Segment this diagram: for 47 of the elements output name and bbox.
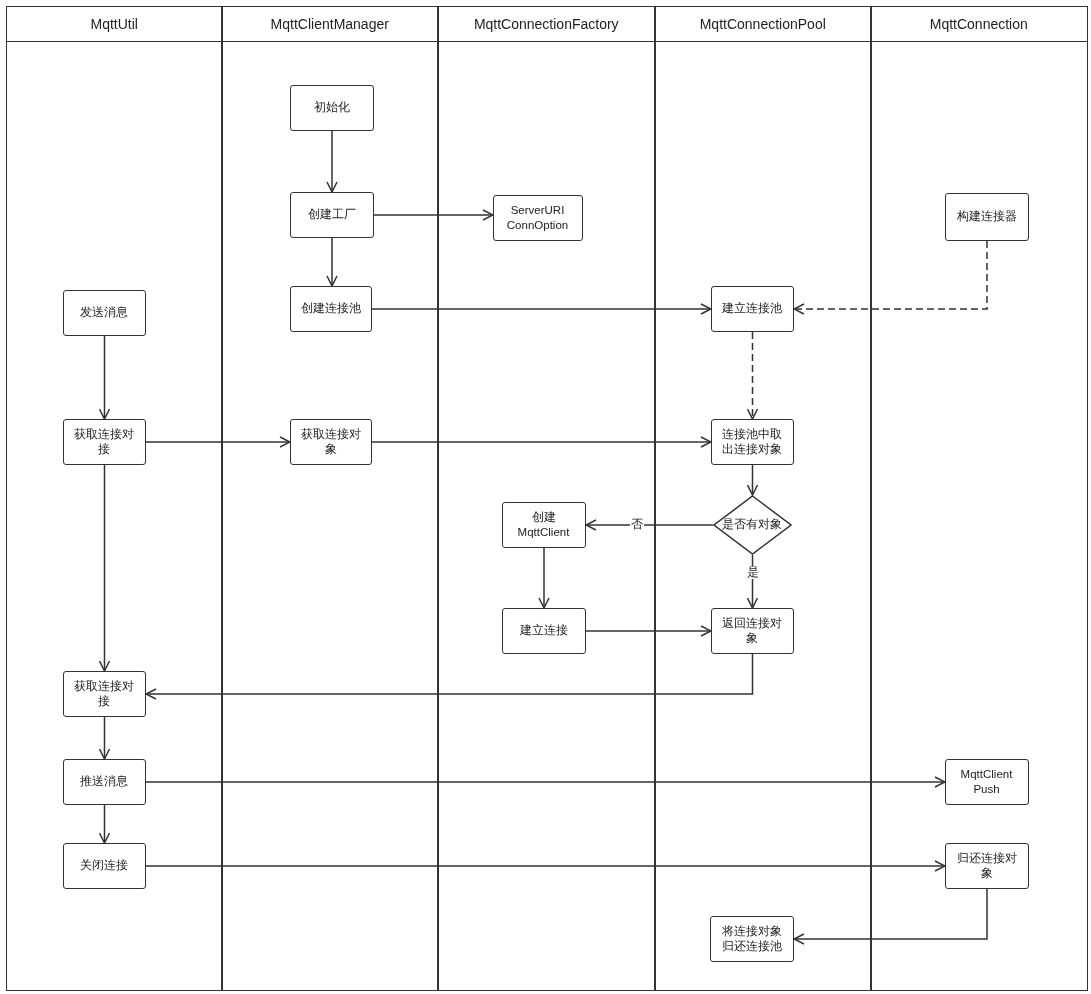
arrow [326, 130, 338, 193]
arrow [538, 547, 550, 609]
arrow [145, 776, 946, 788]
process-box: 将连接对象归还连接池 [709, 915, 794, 962]
arrow [793, 888, 988, 945]
process-box: 获取连接对象 [289, 418, 372, 465]
dashed-arrow [793, 240, 988, 315]
arrow [371, 436, 712, 448]
process-box: 返回连接对象 [710, 607, 794, 654]
dashed-arrow [746, 331, 759, 420]
decision-diamond: 是否有对象 [712, 494, 792, 555]
process-box: 推送消息 [62, 758, 146, 805]
lane-header: MqttClientManager [222, 7, 438, 42]
arrow [98, 335, 111, 420]
arrow [371, 303, 712, 315]
process-box: ServerURI ConnOption [492, 194, 583, 241]
process-box: 建立连接池 [710, 285, 794, 332]
process-box: 初始化 [289, 84, 374, 131]
arrow [326, 237, 338, 287]
process-box: 连接池中取出连接对象 [710, 418, 794, 465]
process-box: 创建连接池 [289, 285, 372, 332]
process-box: 获取连接对接 [62, 670, 146, 717]
arrow [585, 625, 712, 637]
process-box: 构建连接器 [944, 192, 1029, 241]
arrow [98, 804, 111, 844]
arrow [145, 436, 291, 448]
arrow [145, 653, 754, 700]
process-box: 获取连接对接 [62, 418, 146, 465]
lane-header: MqttConnection [871, 7, 1087, 42]
process-box: 关闭连接 [62, 842, 146, 889]
arrow [373, 209, 494, 221]
edge-label: 否 [630, 517, 644, 531]
process-box: 创建工厂 [289, 191, 374, 238]
process-box: 归还连接对象 [944, 842, 1029, 889]
arrow [98, 716, 111, 760]
arrow [585, 519, 714, 531]
lane-header: MqttConnectionPool [655, 7, 871, 42]
process-box: 发送消息 [62, 289, 146, 336]
process-box: MqttClient Push [944, 758, 1029, 805]
arrow [98, 464, 111, 672]
process-box: 建立连接 [501, 607, 586, 654]
edge-label: 是 [746, 565, 760, 579]
lane-header: MqttUtil [7, 7, 222, 42]
lane-header: MqttConnectionFactory [438, 7, 655, 42]
arrow [145, 860, 946, 872]
process-box: 创建MqttClient [501, 501, 586, 548]
arrow [746, 464, 759, 496]
